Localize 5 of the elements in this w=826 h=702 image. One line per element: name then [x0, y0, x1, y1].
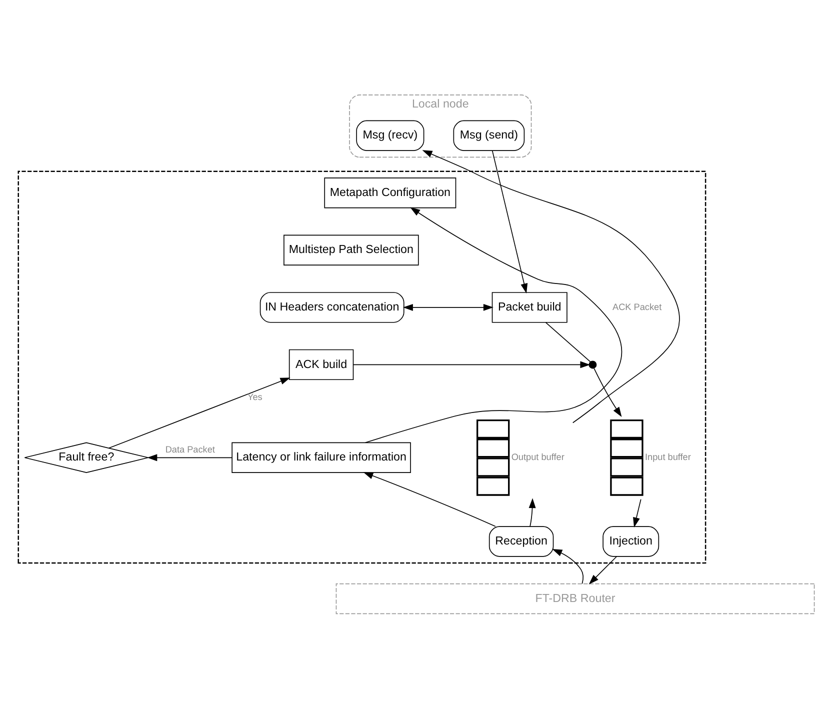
edge-label: ACK Packet: [612, 302, 662, 312]
node-label: Input buffer: [644, 452, 691, 462]
edge-label: Data Packet: [165, 444, 215, 455]
node-label: Output buffer: [511, 452, 564, 462]
edge-label: Yes: [247, 392, 262, 402]
